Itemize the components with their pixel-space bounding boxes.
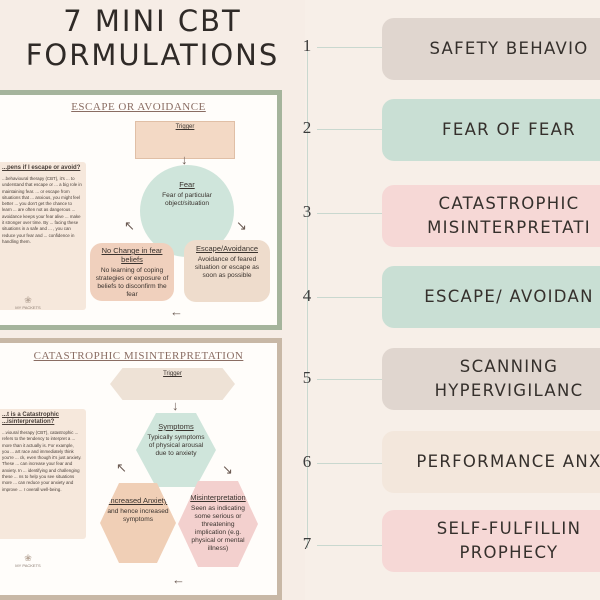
item-number-6: 6: [302, 452, 312, 471]
item-number-5: 5: [302, 368, 312, 387]
item-label-line-2: PROPHECY: [459, 543, 559, 562]
symptoms-heading: Symptoms: [158, 422, 194, 431]
escape-heading: Escape/Avoidance: [196, 244, 258, 253]
arrow-left-icon: ←: [172, 572, 185, 587]
catastrophic-misinterpretation-worksheet-preview: CATASTROPHIC MISINTERPRETATION ...t is a…: [0, 338, 282, 600]
item-label-line-1: SAFETY BEHAVIO: [429, 39, 589, 58]
formulation-item-7: SELF-FULFILLIN PROPHECY: [382, 510, 600, 572]
arrow-down-icon: ↓: [172, 398, 179, 413]
formulation-item-6: PERFORMANCE ANX: [382, 431, 600, 493]
arrow-down-icon: ↓: [181, 152, 188, 167]
item-number-1: 1: [302, 36, 312, 55]
item-number-4: 4: [302, 286, 312, 305]
misinterpretation-node: Misinterpretation Seen as indicating som…: [178, 481, 258, 567]
brand-logo: ❀ MY PACKETS: [8, 553, 48, 568]
item-label-line-1: SCANNING: [459, 357, 559, 376]
formulation-item-1: SAFETY BEHAVIO: [382, 18, 600, 80]
sidebox-text: ...vioural therapy (CBT), catastrophic .…: [2, 430, 82, 492]
escape-text: Avoidance of feared situation or escape …: [194, 256, 260, 279]
formulation-item-4: ESCAPE/ AVOIDAN: [382, 266, 600, 328]
connector-line: [317, 545, 382, 546]
formulation-item-label: SAFETY BEHAVIO: [429, 37, 588, 61]
increased-anxiety-node: Increased Anxiety and hence increased sy…: [100, 483, 176, 563]
anxiety-text: and hence increased symptoms: [107, 508, 169, 523]
logo-text: MY PACKETS: [15, 563, 41, 568]
symptoms-text: Typically symptoms of physical arousal d…: [147, 434, 205, 457]
escape-avoidance-node: Escape/Avoidance Avoidance of feared sit…: [184, 240, 270, 302]
trigger-label: Trigger: [175, 124, 195, 130]
connector-line: [317, 379, 382, 380]
connector-line: [317, 463, 382, 464]
formulation-item-5: SCANNING HYPERVIGILANC: [382, 348, 600, 410]
formulation-item-label: ESCAPE/ AVOIDAN: [424, 285, 594, 309]
item-number-3: 3: [302, 202, 312, 221]
item-label-line-1: PERFORMANCE ANX: [416, 452, 600, 471]
trigger-label: Trigger: [163, 371, 182, 377]
connector-line: [317, 129, 382, 130]
arrow-left-icon: ←: [170, 304, 183, 319]
card-title: CATASTROPHIC MISINTERPRETATION: [33, 350, 244, 362]
curved-arrow-icon: ↖: [116, 460, 127, 475]
formulation-item-2: FEAR OF FEAR: [382, 99, 600, 161]
card-title: ESCAPE OR AVOIDANCE: [71, 101, 206, 113]
curved-arrow-icon: ↖: [124, 218, 135, 233]
no-change-node: No Change in fear beliefs No learning of…: [90, 243, 174, 301]
connector-line: [317, 213, 382, 214]
misinterpretation-heading: Misinterpretation: [190, 493, 246, 502]
item-number-7: 7: [302, 534, 312, 553]
anxiety-heading: Increased Anxiety: [108, 496, 168, 505]
formulation-item-label: CATASTROPHIC MISINTERPRETATI: [427, 192, 591, 240]
no-change-heading: No Change in fear beliefs: [101, 246, 163, 264]
item-label-line-2: HYPERVIGILANC: [434, 381, 584, 400]
misinterpretation-text: Seen as indicating some serious or threa…: [191, 505, 245, 552]
brand-logo: ❀ MY PACKETS: [8, 295, 48, 310]
fear-text: Fear of particular object/situation: [162, 192, 212, 207]
formulation-item-label: FEAR OF FEAR: [442, 118, 576, 142]
formulation-item-label: SCANNING HYPERVIGILANC: [435, 355, 584, 403]
info-sidebox: ...t is a Catastrophic ...isinterpretati…: [0, 409, 86, 539]
fear-heading: Fear: [179, 180, 195, 189]
sidebox-text: ...behavioural therapy (CBT), it's ... t…: [2, 176, 82, 244]
item-label-line-1: CATASTROPHIC: [438, 194, 580, 213]
formulation-item-label: SELF-FULFILLIN PROPHECY: [437, 517, 581, 565]
trigger-box: Trigger: [135, 121, 235, 159]
item-label-line-1: FEAR OF FEAR: [442, 120, 576, 139]
symptoms-node: Symptoms Typically symptoms of physical …: [136, 413, 216, 487]
item-label-line-1: SELF-FULFILLIN: [436, 519, 582, 538]
sidebox-heading: ...pens if I escape or avoid?: [2, 165, 81, 171]
item-label-line-1: ESCAPE/ AVOIDAN: [424, 287, 594, 306]
main-title: 7 MINI CBT FORMULATIONS: [0, 4, 305, 72]
curved-arrow-icon: ↘: [236, 218, 247, 233]
info-sidebox: ...pens if I escape or avoid? ...behavio…: [0, 162, 86, 310]
main-title-line-2: FORMULATIONS: [25, 38, 280, 72]
logo-text: MY PACKETS: [15, 305, 41, 310]
leaf-logo-icon: ❀: [24, 553, 32, 563]
connector-line: [317, 47, 382, 48]
item-number-2: 2: [302, 118, 312, 137]
sidebox-heading: ...t is a Catastrophic ...isinterpretati…: [2, 412, 60, 425]
main-title-line-1: 7 MINI CBT: [63, 4, 242, 38]
leaf-logo-icon: ❀: [24, 295, 32, 305]
no-change-text: No learning of coping strategies or expo…: [95, 267, 169, 298]
trigger-box: Trigger: [110, 368, 235, 400]
connector-line: [317, 297, 382, 298]
curved-arrow-icon: ↘: [222, 462, 233, 477]
timeline-line: [307, 46, 308, 548]
item-label-line-2: MISINTERPRETATI: [427, 218, 591, 237]
escape-avoidance-worksheet-preview: ESCAPE OR AVOIDANCE ...pens if I escape …: [0, 90, 282, 330]
formulation-item-label: PERFORMANCE ANX: [416, 450, 600, 474]
formulation-item-3: CATASTROPHIC MISINTERPRETATI: [382, 185, 600, 247]
